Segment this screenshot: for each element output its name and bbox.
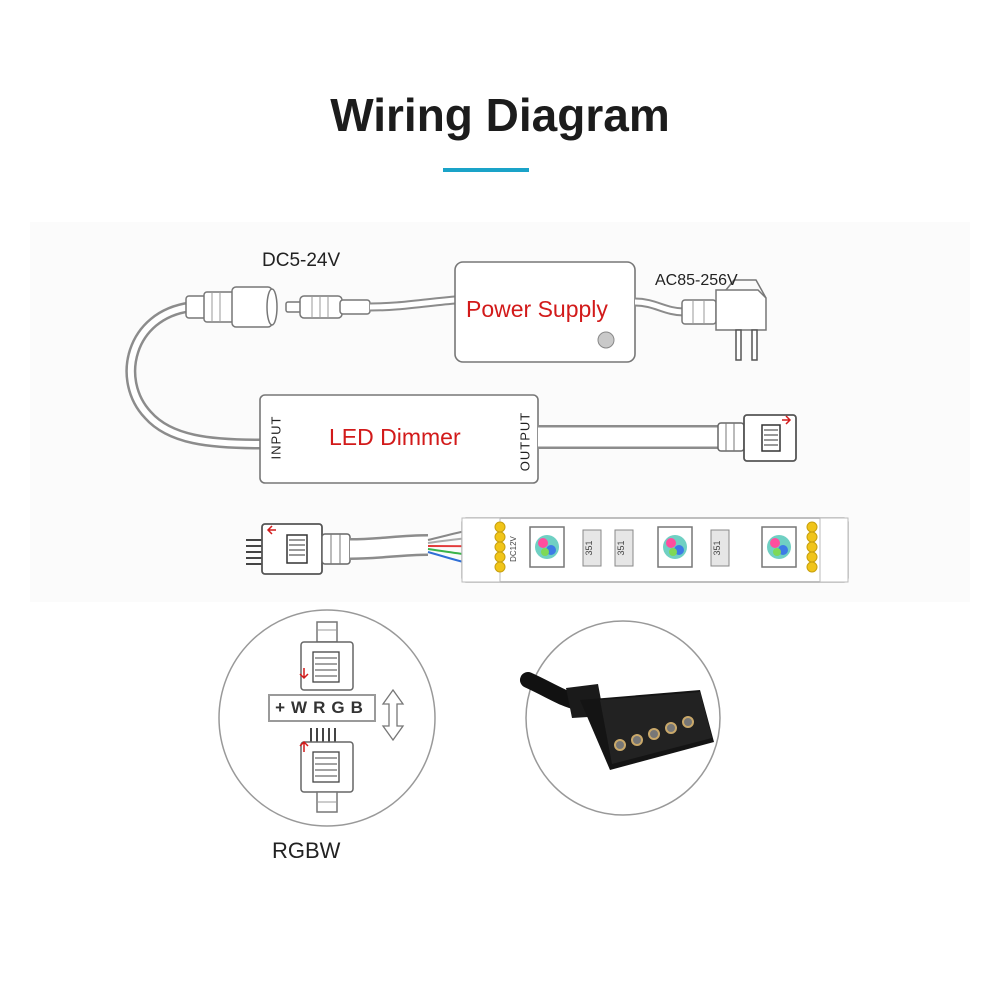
connector-photo-icon [520,672,714,770]
dimmer-output-label: OUTPUT [517,411,533,472]
ac-voltage-label: AC85-256V [655,272,738,289]
power-supply-box [454,261,636,363]
led-chip-icon [761,526,797,568]
led-chip-icon [657,526,693,568]
double-arrow-icon [381,688,405,742]
power-indicator-icon [597,331,615,349]
resistor-label: 351 [616,540,626,555]
dimmer-output-connector-icon [717,414,797,462]
ac-plug-icon [681,279,767,361]
resistor-icon: 351 [614,529,634,567]
strip-connector-icon [246,523,351,575]
detail-top-connector-icon [299,621,354,691]
led-chip-icon [529,526,565,568]
dc-voltage-label: DC5-24V [262,250,341,271]
strip-voltage-label: DC12V [509,535,518,561]
connector-type-label: RGBW [272,838,341,863]
page-title: Wiring Diagram [330,89,670,141]
led-strip: 351 351 351 DC12V [461,517,849,583]
resistor-label: 351 [712,540,722,555]
detail-bottom-connector-icon [299,728,354,813]
resistor-icon: 351 [710,529,730,567]
dimmer-input-label: INPUT [268,415,284,460]
resistor-icon: 351 [582,529,602,567]
title-underline [443,168,529,172]
dc-female-jack-icon [185,286,278,328]
dc-male-plug-icon [285,295,371,319]
led-dimmer-label: LED Dimmer [329,424,461,450]
resistor-label: 351 [584,540,594,555]
pin-order-label: +WRGB [268,694,376,722]
power-supply-label: Power Supply [466,296,608,322]
